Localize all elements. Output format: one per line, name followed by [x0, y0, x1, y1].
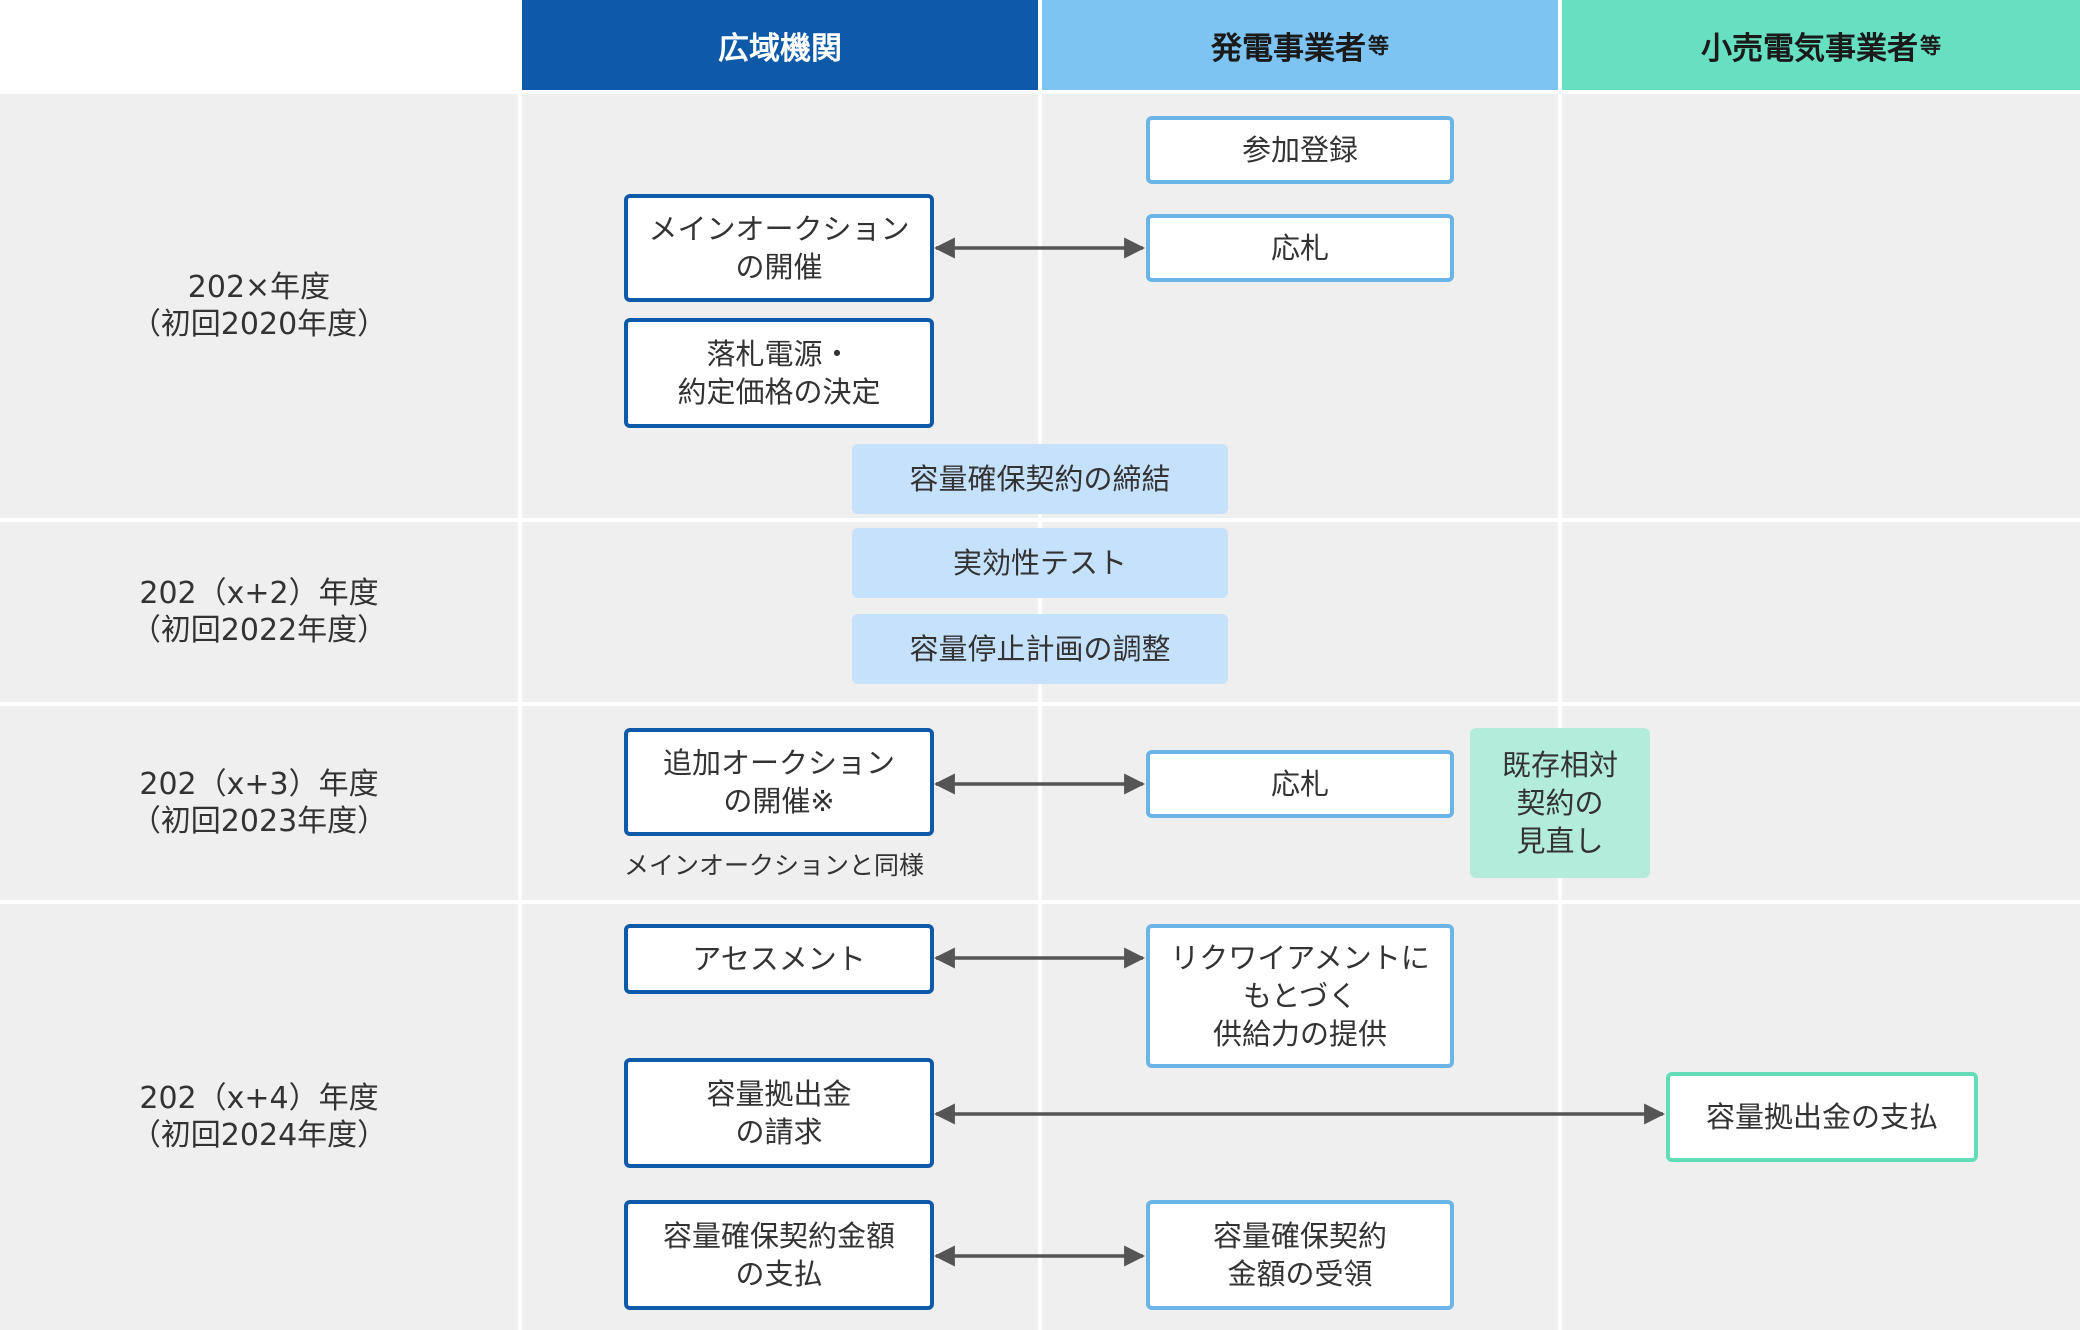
- main-auction-box: メインオークション の開催: [624, 194, 934, 302]
- row-3-year-cell: [0, 706, 518, 900]
- row-1-year-cell: [0, 94, 518, 518]
- additional-auction-note: メインオークションと同様: [623, 851, 924, 880]
- year-label-2: 202（x+2）年度 （初回2022年度）: [130, 576, 388, 648]
- bid-box-2: 応札: [1146, 750, 1454, 818]
- row-4-year-cell: [0, 904, 518, 1330]
- header-retailers: 小売電気事業者等: [1562, 0, 2080, 90]
- contract-receipt-box: 容量確保契約 金額の受領: [1146, 1200, 1454, 1310]
- assessment-box: アセスメント: [624, 924, 934, 994]
- bilateral-review-box: 既存相対 契約の 見直し: [1470, 728, 1650, 878]
- contribution-billing-box: 容量拠出金 の請求: [624, 1058, 934, 1168]
- outage-adjustment-box: 容量停止計画の調整: [852, 614, 1228, 684]
- award-decision-box: 落札電源・ 約定価格の決定: [624, 318, 934, 428]
- participation-registration-box: 参加登録: [1146, 116, 1454, 184]
- requirement-supply-box: リクワイアメントに もとづく 供給力の提供: [1146, 924, 1454, 1068]
- header-retailers-label: 小売電気事業者: [1701, 30, 1918, 67]
- contract-payment-box: 容量確保契約金額 の支払: [624, 1200, 934, 1310]
- additional-auction-box: 追加オークション の開催※: [624, 728, 934, 836]
- row-2-retailers-cell: [1562, 522, 2080, 702]
- header-generators: 発電事業者等: [1042, 0, 1558, 90]
- header-occto-label: 広域機関: [718, 30, 842, 67]
- contribution-payment-box: 容量拠出金の支払: [1666, 1072, 1978, 1162]
- year-label-4: 202（x+4）年度 （初回2024年度）: [130, 1081, 388, 1153]
- contract-signing-box: 容量確保契約の締結: [852, 444, 1228, 514]
- year-label-3: 202（x+3）年度 （初回2023年度）: [130, 767, 388, 839]
- header-retailers-suffix: 等: [1920, 34, 1941, 58]
- header-occto: 広域機関: [522, 0, 1038, 90]
- header-generators-label: 発電事業者: [1211, 30, 1366, 67]
- row-1-retailers-cell: [1562, 94, 2080, 518]
- effectiveness-test-box: 実効性テスト: [852, 528, 1228, 598]
- bid-box-1: 応札: [1146, 214, 1454, 282]
- year-label-1: 202×年度 （初回2020年度）: [130, 270, 388, 342]
- header-generators-suffix: 等: [1368, 34, 1389, 58]
- row-2-year-cell: [0, 522, 518, 702]
